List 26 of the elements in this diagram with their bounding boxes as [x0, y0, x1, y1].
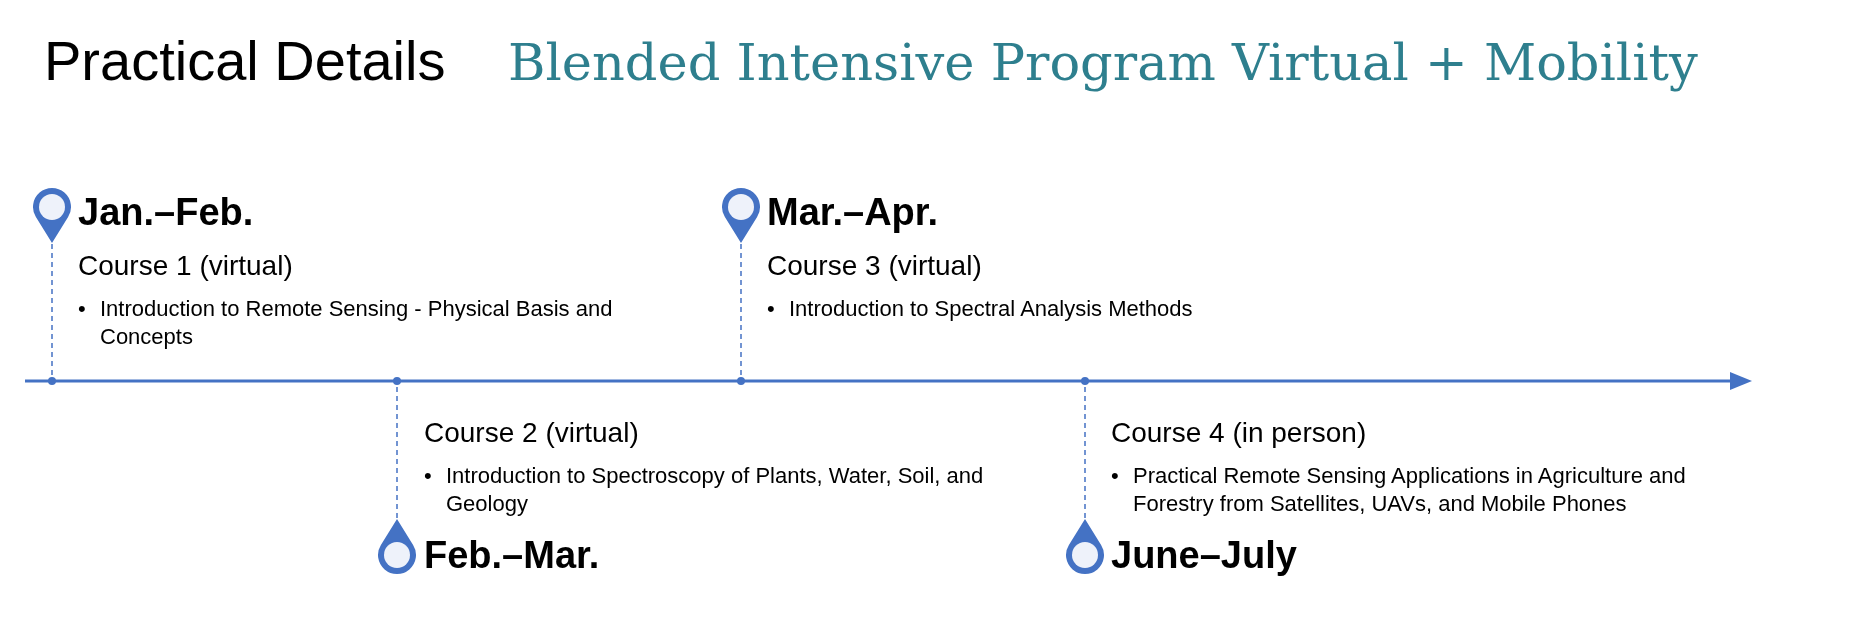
bullet-text: Introduction to Spectral Analysis Methods [789, 295, 1193, 323]
date-heading: Mar.–Apr. [767, 192, 939, 232]
course-title: Course 1 (virtual) [78, 249, 293, 283]
location-pin-icon [31, 186, 73, 244]
dashed-connector [740, 243, 742, 378]
bullet: • [767, 295, 776, 323]
date-heading: Jan.–Feb. [78, 192, 254, 232]
location-pin-icon [720, 186, 762, 244]
location-pin-icon [1064, 518, 1106, 576]
course-title: Course 4 (in person) [1111, 416, 1367, 450]
course-title: Course 2 (virtual) [424, 416, 639, 450]
dashed-connector [1084, 384, 1086, 519]
bullet: • [424, 462, 433, 490]
dashed-connector [51, 243, 53, 378]
bullet-text: Introduction to Remote Sensing - Physical Basis and Concepts [100, 295, 614, 351]
bullet-text: Introduction to Spectroscopy of Plants, Water, Soil, and Geology [446, 462, 985, 518]
location-pin-icon [376, 518, 418, 576]
subtitle: Blended Intensive Program Virtual + Mobility [508, 32, 1698, 94]
dashed-connector [396, 384, 398, 519]
date-heading: Feb.–Mar. [424, 535, 600, 575]
bullet: • [1111, 462, 1120, 490]
course-title: Course 3 (virtual) [767, 249, 982, 283]
date-heading: June–July [1111, 535, 1297, 575]
page-title: Practical Details [44, 28, 446, 94]
bullet-text: Practical Remote Sensing Applications in Agriculture and Forestry from Satellites, UAVs, and Mobile Phones [1133, 462, 1687, 518]
bullet: • [78, 295, 87, 323]
